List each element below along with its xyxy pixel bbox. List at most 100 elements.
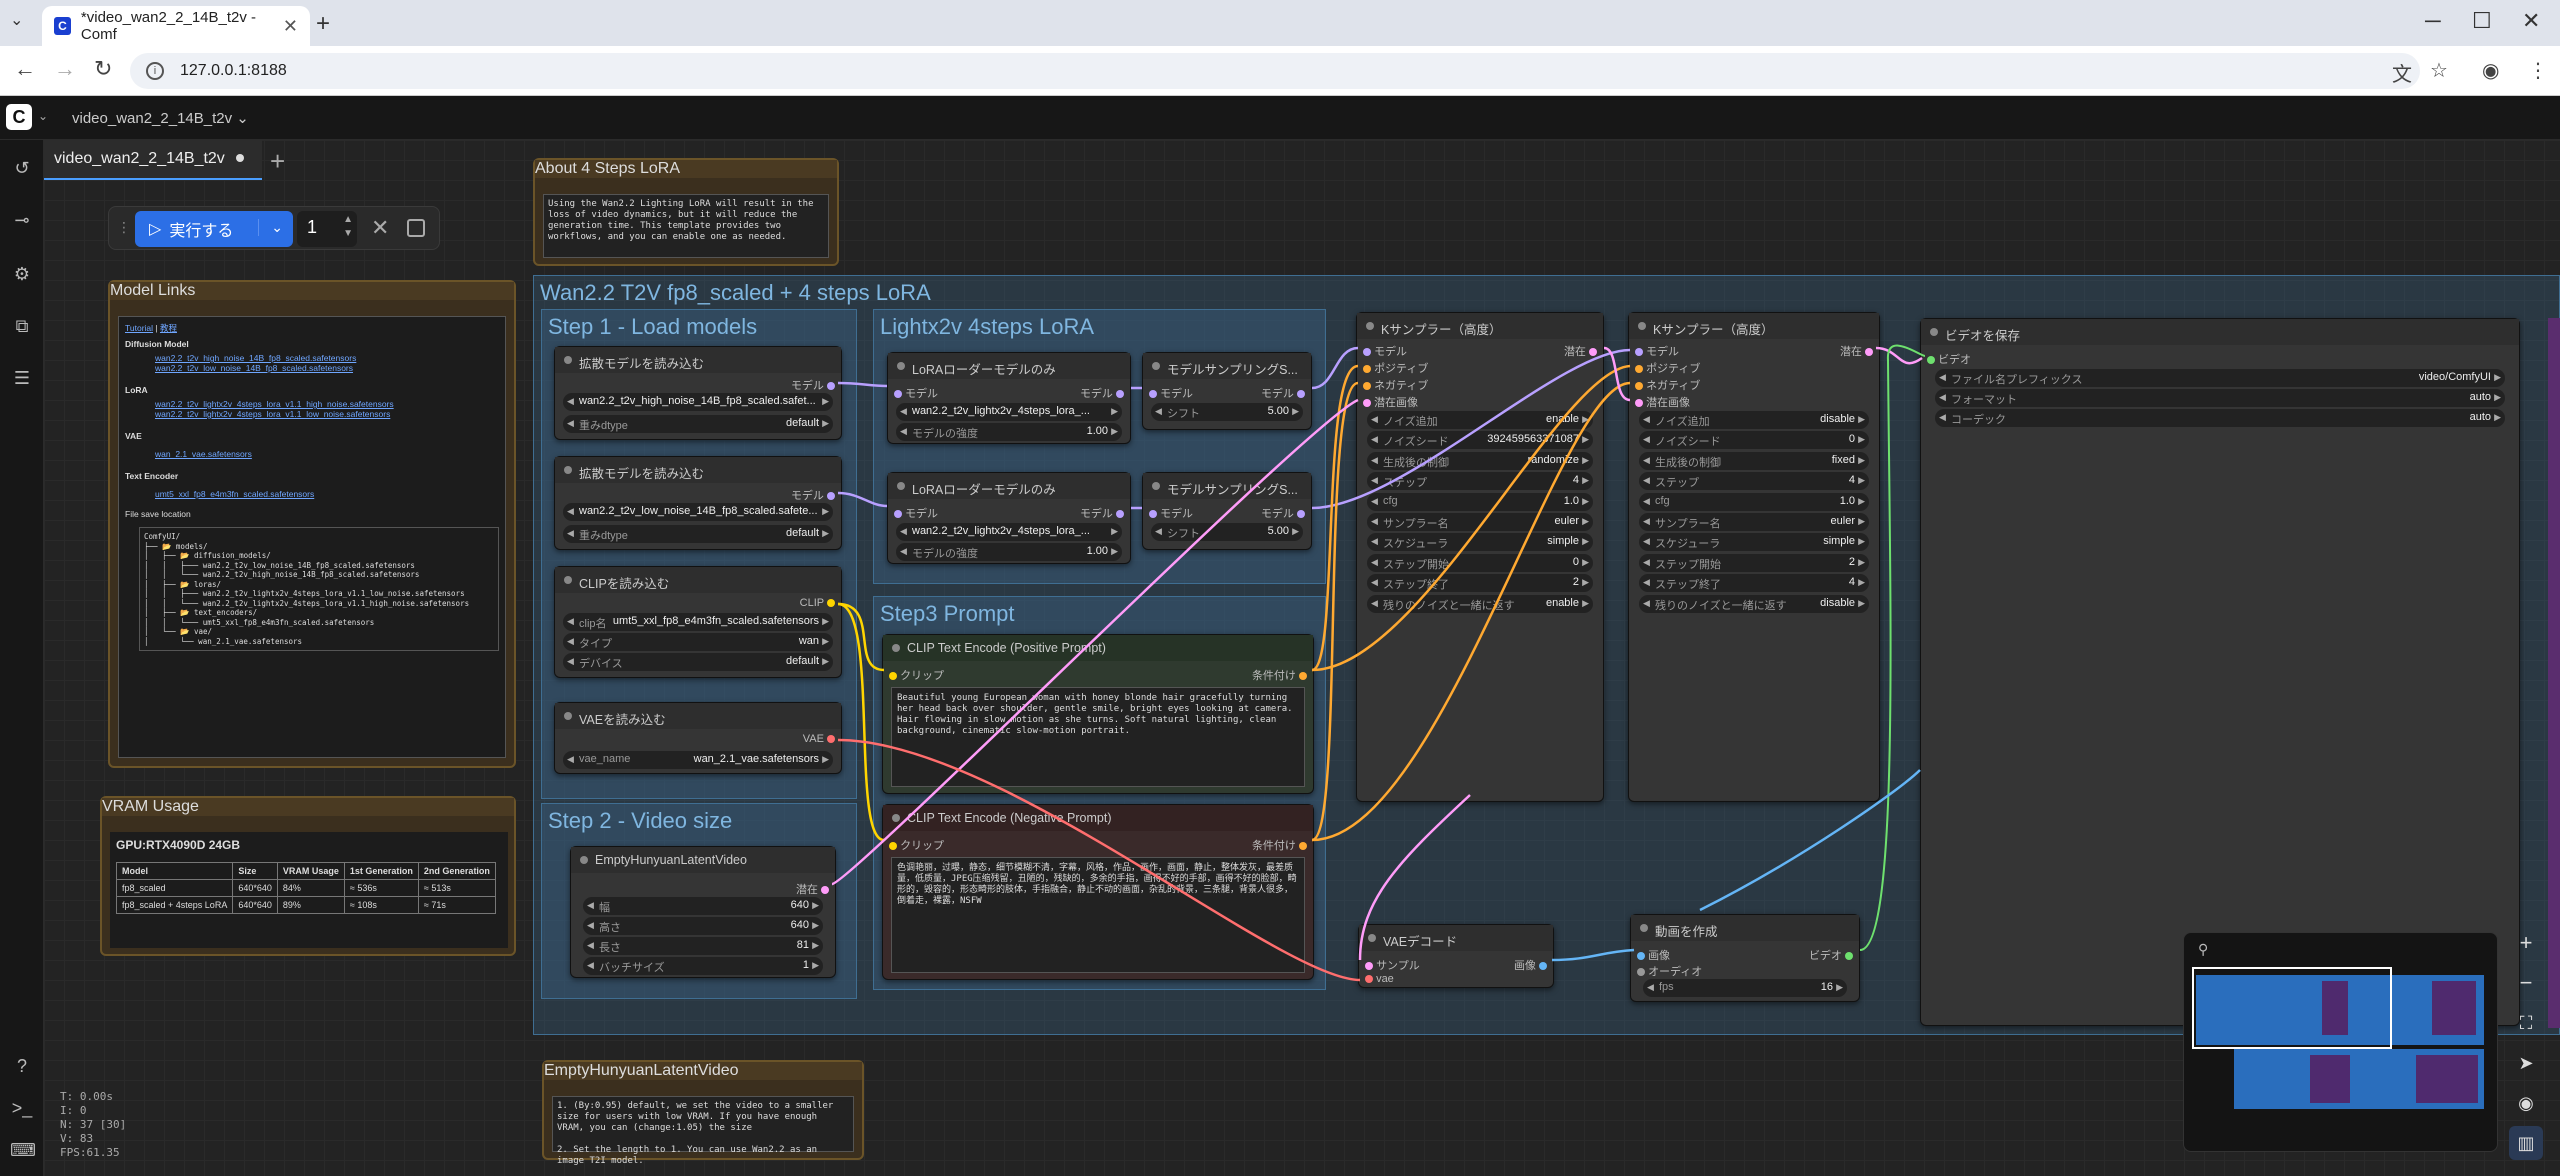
input-slot-model[interactable]: モデル (1149, 505, 1193, 521)
note-vram-usage[interactable]: VRAM Usage GPU:RTX4090D 24GB Model Size … (100, 796, 516, 956)
workflow-tab[interactable]: video_wan2_2_14B_t2v (44, 140, 262, 180)
input-slot[interactable]: 潜在画像 (1363, 394, 1418, 410)
zoom-out-icon[interactable]: − (2519, 970, 2533, 995)
tab-search-icon[interactable]: ⌄ (10, 12, 24, 29)
node-library-icon[interactable]: ⚙ (13, 264, 31, 284)
run-options-chevron-icon[interactable]: ⌄ (258, 219, 283, 236)
reload-icon[interactable]: ↻ (94, 56, 113, 81)
logo-menu-chevron-icon[interactable]: ⌄ (38, 109, 49, 123)
cancel-icon[interactable]: ✕ (371, 215, 390, 240)
input-slot-samples[interactable]: サンプル (1365, 957, 1420, 973)
input-slot-model[interactable]: モデル (894, 505, 938, 521)
note-latent-text[interactable]: 1. (By:0.95) default, we set the video t… (552, 1096, 854, 1166)
node-negative-prompt[interactable]: CLIP Text Encode (Negative Prompt) クリップ … (882, 804, 1314, 980)
note-model-links[interactable]: Model Links Tutorial | 教程 Diffusion Mode… (108, 280, 516, 768)
input-slot-images[interactable]: 画像 (1637, 947, 1670, 963)
input-slot[interactable]: モデル (1635, 343, 1679, 359)
input-slot-clip[interactable]: クリップ (889, 667, 944, 683)
history-icon[interactable]: ↺ (14, 158, 30, 178)
browser-menu-icon[interactable]: ⋮ (2528, 60, 2548, 82)
output-slot-latent[interactable]: 潜在 (1840, 343, 1873, 359)
widget-unet-name[interactable]: wan2.2_t2v_low_noise_14B_fp8_scaled.safe… (563, 503, 833, 521)
output-slot-latent[interactable]: 潜在 (796, 881, 829, 897)
batch-count-input[interactable]: 1 ▲▼ (297, 211, 357, 247)
output-slot-conditioning[interactable]: 条件付け (1252, 837, 1307, 853)
input-slot[interactable]: ネガティブ (1635, 377, 1700, 393)
positive-prompt-textarea[interactable]: Beautiful young European woman with hone… (891, 687, 1305, 787)
input-slot[interactable]: ネガティブ (1363, 377, 1428, 393)
lora-high-link[interactable]: wan2.2_t2v_lightx2v_4steps_lora_v1.1_hig… (155, 399, 394, 409)
node-lora-low[interactable]: LoRAローダーモデルのみ モデル モデル wan2.2_t2v_lightx2… (887, 472, 1131, 564)
output-slot-latent[interactable]: 潜在 (1564, 343, 1597, 359)
help-icon[interactable]: ? (16, 1056, 27, 1076)
node-unet-low[interactable]: 拡散モデルを読み込む モデル wan2.2_t2v_low_noise_14B_… (554, 456, 842, 550)
output-slot-model[interactable]: モデル (1261, 505, 1305, 521)
node-vae-loader[interactable]: VAEを読み込む VAE vae_namewan_2.1_vae.safeten… (554, 702, 842, 774)
node-lora-high[interactable]: LoRAローダーモデルのみ モデル モデル wan2.2_t2v_lightx2… (887, 352, 1131, 444)
negative-prompt-textarea[interactable]: 色调艳丽，过曝，静态，细节模糊不清，字幕，风格，作品，画作，画面，静止，整体发灰… (891, 857, 1305, 973)
widget-lora-name[interactable]: wan2.2_t2v_lightx2v_4steps_lora_... (896, 523, 1122, 541)
input-slot-vae[interactable]: vae (1365, 973, 1394, 985)
model-library-icon[interactable]: ⧉ (15, 316, 29, 336)
vae-link[interactable]: wan_2.1_vae.safetensors (155, 449, 252, 459)
close-tab-icon[interactable]: ✕ (282, 15, 298, 36)
input-slot-model[interactable]: モデル (1149, 385, 1193, 401)
output-slot-image[interactable]: 画像 (1514, 957, 1547, 973)
input-slot-audio[interactable]: オーディオ (1637, 963, 1702, 979)
workflows-icon[interactable]: ☰ (13, 368, 31, 388)
output-slot-model[interactable]: モデル (1080, 385, 1124, 401)
new-tab-icon[interactable]: + (316, 10, 331, 37)
maximize-icon[interactable]: ☐ (2472, 8, 2492, 33)
output-slot-clip[interactable]: CLIP (800, 597, 835, 609)
input-slot[interactable]: ポジティブ (1363, 360, 1428, 376)
toggle-links-icon[interactable]: ◉ (2518, 1093, 2534, 1113)
input-slot-video[interactable]: ビデオ (1927, 351, 1971, 367)
minimap-settings-icon[interactable]: ⚲ (2198, 941, 2209, 957)
close-window-icon[interactable]: ✕ (2522, 8, 2541, 33)
input-slot-clip[interactable]: クリップ (889, 837, 944, 853)
profile-icon[interactable]: ◉ (2482, 60, 2500, 82)
node-unet-high[interactable]: 拡散モデルを読み込む モデル wan2.2_t2v_high_noise_14B… (554, 346, 842, 440)
note-latent-video[interactable]: EmptyHunyuanLatentVideo 1. (By:0.95) def… (542, 1060, 864, 1166)
queue-icon[interactable]: ⊸ (14, 210, 30, 230)
site-info-icon[interactable]: i (146, 62, 164, 80)
comfy-logo[interactable]: C (6, 104, 32, 130)
output-slot-model[interactable]: モデル (1080, 505, 1124, 521)
browser-tab[interactable]: C *video_wan2_2_14B_t2v - Comf ✕ (42, 6, 310, 46)
output-slot-model[interactable]: モデル (791, 377, 835, 393)
output-slot-video[interactable]: ビデオ (1809, 947, 1853, 963)
lora-low-link[interactable]: wan2.2_t2v_lightx2v_4steps_lora_v1.1_low… (155, 409, 391, 419)
output-slot-conditioning[interactable]: 条件付け (1252, 667, 1307, 683)
offscreen-node[interactable] (2548, 318, 2560, 1028)
stop-icon[interactable] (407, 219, 425, 237)
workflow-menu[interactable]: video_wan2_2_14B_t2v ⌄ (72, 110, 249, 127)
text-encoder-link[interactable]: umt5_xxl_fp8_e4m3fn_scaled.safetensors (155, 489, 315, 499)
